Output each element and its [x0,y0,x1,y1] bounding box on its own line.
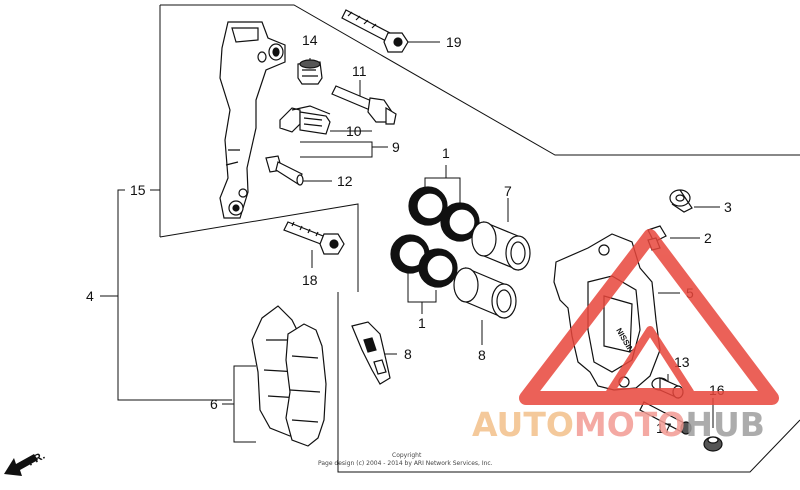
callout-8: 8 [404,346,412,362]
piston-upper [471,221,531,271]
seal-lower-right [418,248,458,288]
assembly-frame-lines [100,4,800,473]
callout-14: 14 [302,32,318,48]
callout-1-top: 1 [442,145,450,161]
callout-4: 4 [86,288,94,304]
pin-12 [265,155,304,186]
svg-text:AUTOMOTOHUB: AUTOMOTOHUB [472,405,765,444]
watermark-moto: MOTO [574,405,685,444]
retainer-10 [279,105,331,135]
callout-12: 12 [337,173,353,189]
bolt-19 [341,9,409,53]
callout-7-bottom: 8 [478,347,486,363]
callout-11: 11 [352,63,367,79]
callout-18: 18 [302,272,318,288]
callout-17: 17 [656,420,672,436]
watermark-auto: AUTO [472,405,574,444]
callout-9: 9 [392,139,400,155]
copyright-line-1: Copyright [392,452,422,459]
pad-spring-8 [351,321,391,385]
callout-2: 2 [704,230,712,246]
bolt-18 [283,221,345,255]
callout-3: 3 [724,199,732,215]
callout-15: 15 [130,182,146,198]
callout-1-bottom: 1 [418,315,426,331]
boot-16 [703,436,723,452]
seal-upper-left [408,186,448,226]
caliper-body [553,233,661,391]
copyright-line-2: Page design (c) 2004 - 2014 by ARI Netwo… [318,460,493,467]
boot-14 [297,59,323,85]
arrow-icon [4,454,38,476]
warning-triangle-icon [519,229,779,405]
front-label: FR. [26,450,47,469]
brake-pad-front [285,323,327,447]
watermark-hub: HUB [685,405,765,444]
caliper-bracket [219,21,286,219]
pin-17 [639,401,692,435]
front-direction-arrow: FR. [4,450,47,476]
callout-10: 10 [346,123,362,139]
watermark-logo: AUTOMOTOHUB [472,229,779,444]
callout-7-top: 7 [504,183,512,199]
callout-19: 19 [446,34,462,50]
callout-6: 6 [210,396,218,412]
pin-11 [331,85,397,125]
seal-upper-right [440,202,480,242]
piston-lower [453,267,517,319]
bleeder-cap-3 [669,189,693,213]
